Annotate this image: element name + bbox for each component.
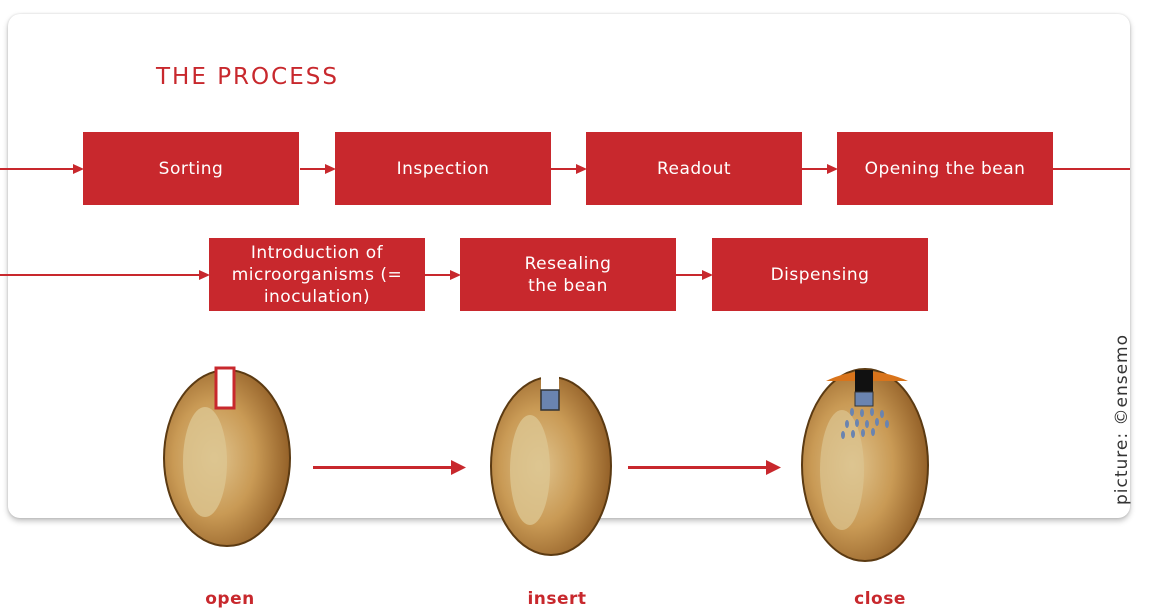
stage-label-open: open — [205, 589, 255, 609]
step-inoculation: Introduction of microorganisms (= inocul… — [209, 238, 425, 311]
bean-open-icon — [163, 366, 291, 547]
picture-credit: picture: ©ensemo — [1112, 333, 1132, 505]
bean-close-icon — [801, 368, 929, 562]
arrow-head — [199, 270, 210, 280]
step-readout: Readout — [586, 132, 802, 205]
connector — [1053, 168, 1130, 170]
stage-label-close: close — [854, 589, 906, 609]
step-dispensing: Dispensing — [712, 238, 928, 311]
arrow-head — [450, 270, 461, 280]
connector — [802, 168, 829, 170]
bean-insert-icon — [490, 374, 612, 556]
arrow-head — [73, 164, 84, 174]
connector — [425, 274, 452, 276]
arrow-head — [702, 270, 713, 280]
stage-arrow — [313, 460, 781, 475]
arrow-head — [827, 164, 838, 174]
connector — [0, 274, 201, 276]
arrow-head — [576, 164, 587, 174]
diagram-title: THE PROCESS — [156, 64, 339, 90]
connector — [0, 168, 75, 170]
step-opening: Opening the bean — [837, 132, 1053, 205]
connector — [676, 274, 704, 276]
step-sorting: Sorting — [83, 132, 299, 205]
connector — [551, 168, 578, 170]
arrow-head — [325, 164, 336, 174]
step-inspection: Inspection — [335, 132, 551, 205]
step-resealing: Resealing the bean — [460, 238, 676, 311]
connector — [300, 168, 327, 170]
stage-label-insert: insert — [527, 589, 587, 609]
